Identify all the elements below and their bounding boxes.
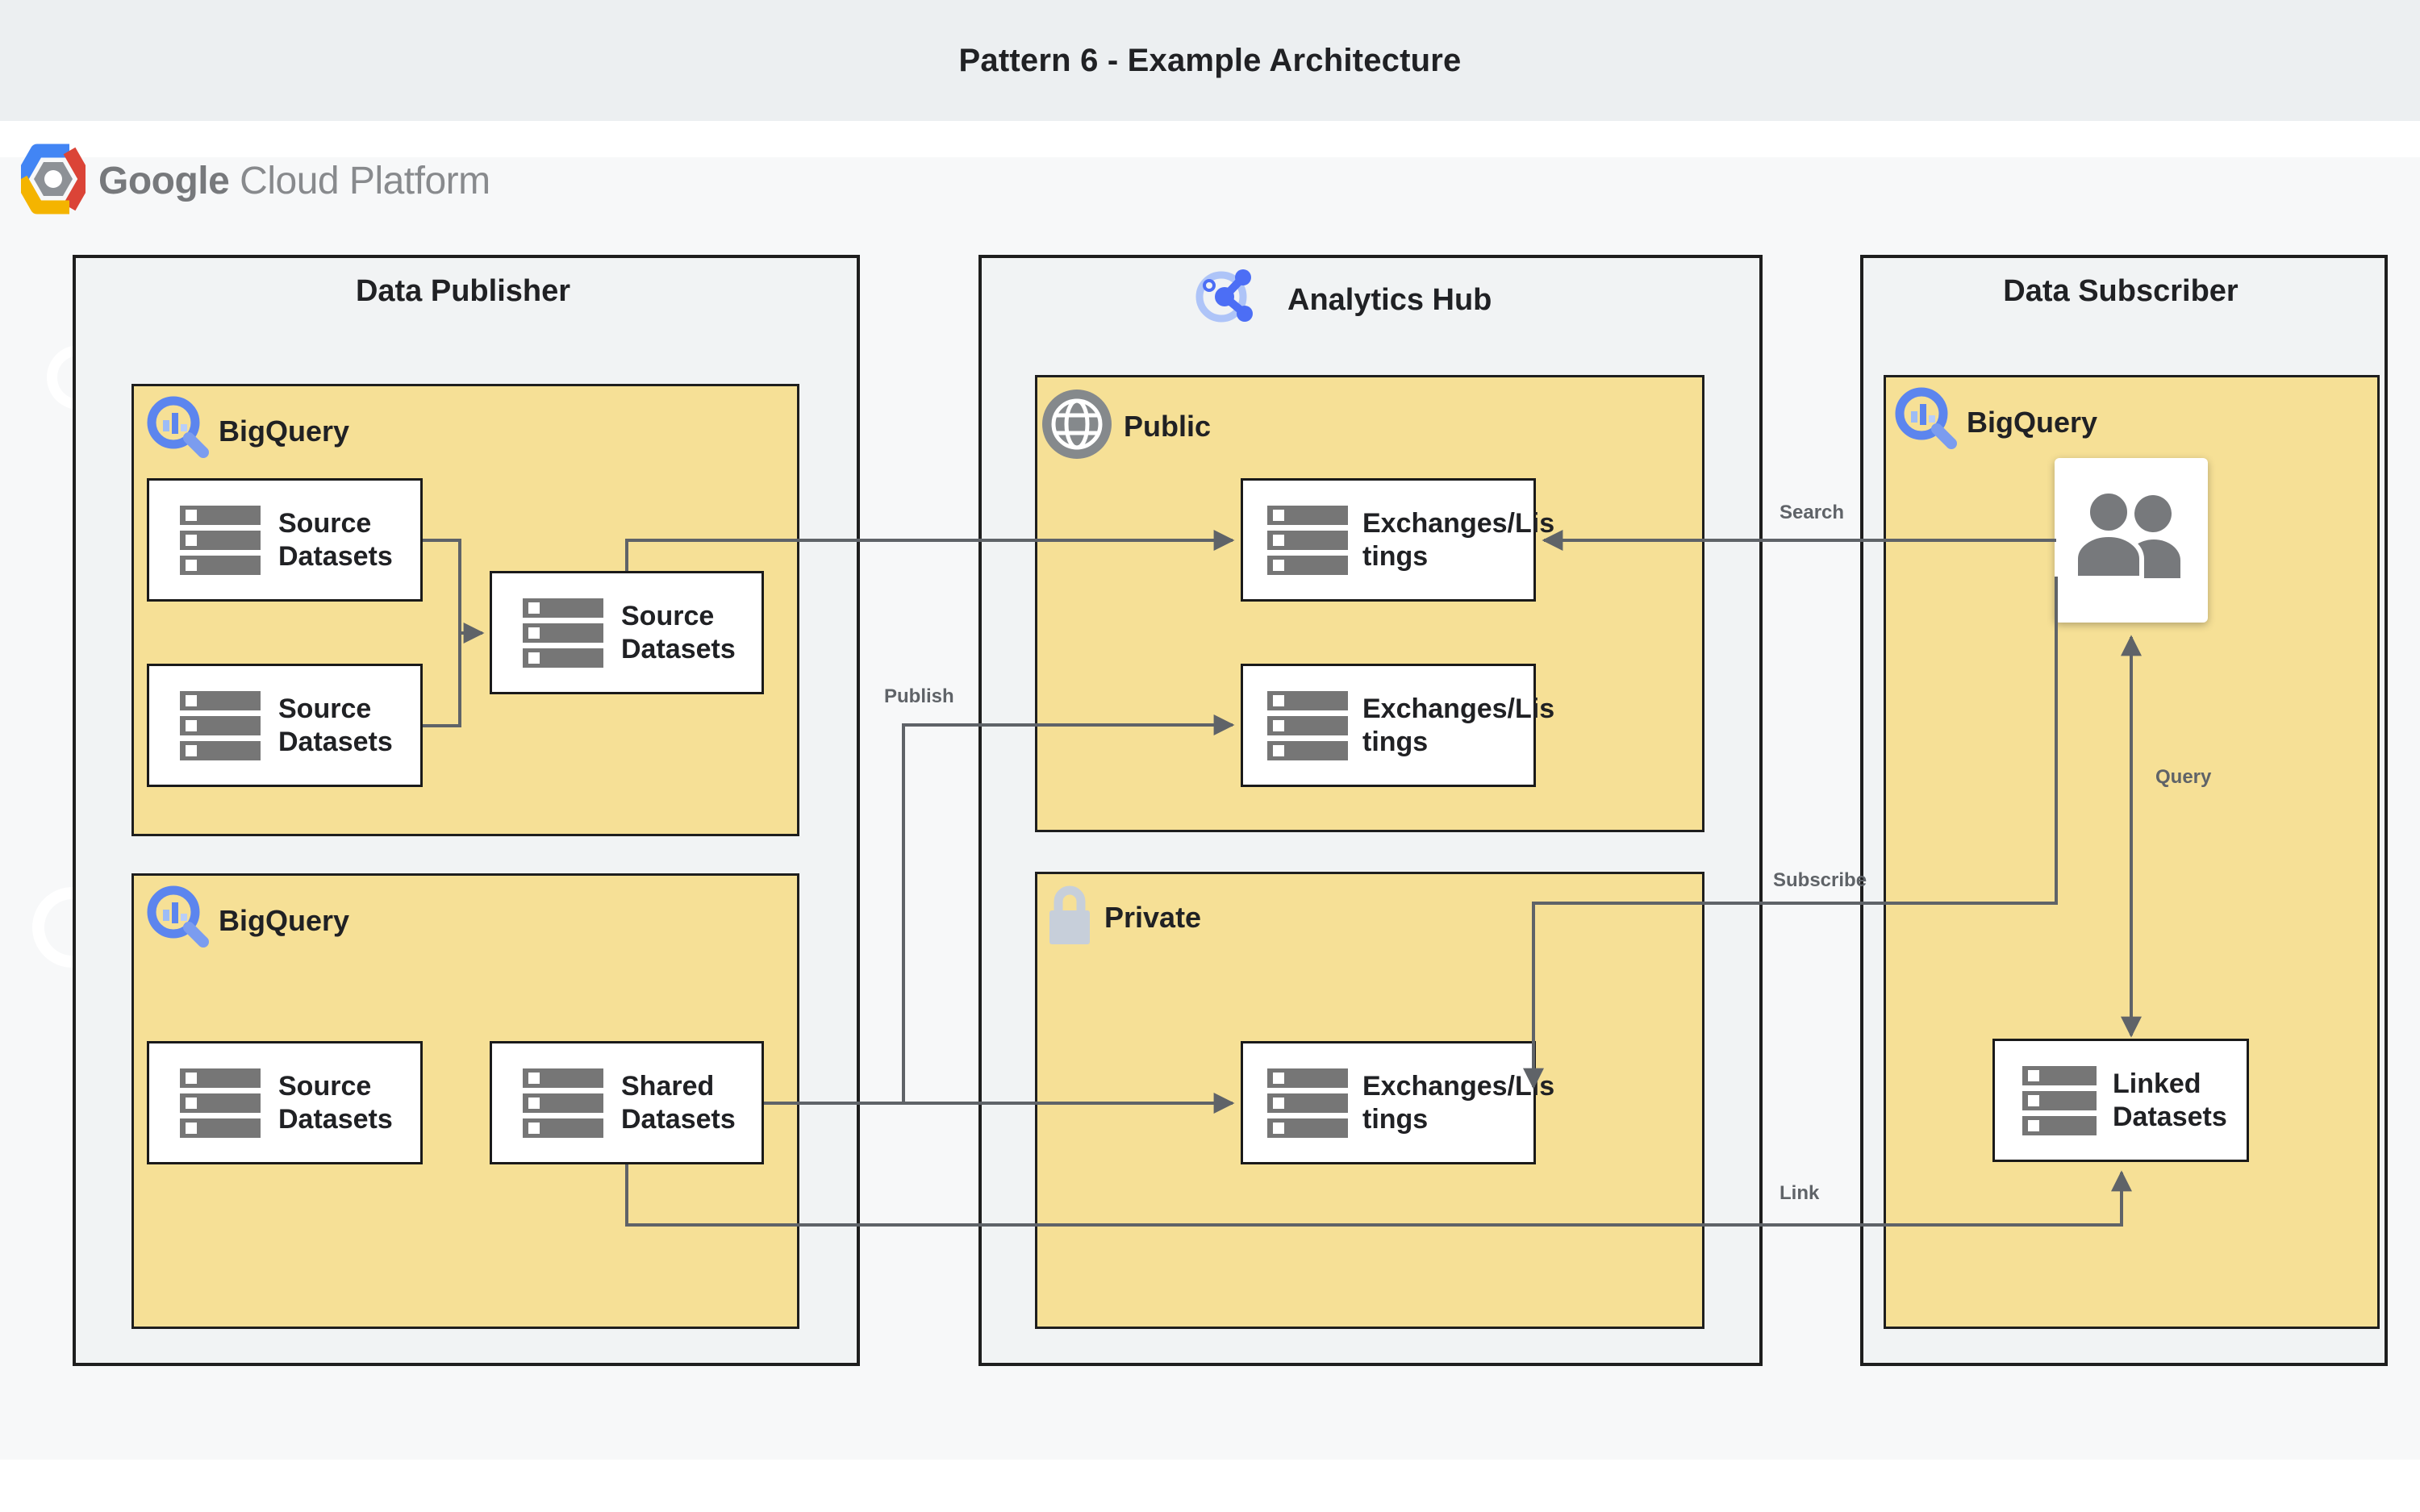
lock-icon — [1046, 884, 1093, 951]
source-datasets-node: Source Datasets — [490, 571, 764, 694]
query-edge-label: Query — [2155, 766, 2212, 788]
private-header: Private — [1046, 884, 1201, 951]
bigquery-label: BigQuery — [1967, 405, 2098, 439]
source-datasets-node: Source Datasets — [147, 664, 423, 787]
bigquery-icon — [144, 394, 215, 469]
bigquery-header: BigQuery — [1892, 385, 2097, 460]
globe-icon — [1041, 389, 1112, 464]
datasets-icon — [180, 505, 261, 575]
linked-datasets-node: Linked Datasets — [1992, 1039, 2249, 1162]
datasets-icon — [523, 1068, 603, 1138]
data-publisher-title: Data Publisher — [355, 274, 571, 308]
bigquery-label: BigQuery — [219, 414, 350, 448]
people-icon — [2071, 488, 2192, 592]
search-edge-label: Search — [1780, 502, 1845, 523]
datasets-icon — [2022, 1065, 2097, 1135]
gcp-hexagon-icon — [15, 144, 93, 219]
datasets-icon — [180, 1068, 261, 1138]
link-edge-label: Link — [1780, 1182, 1820, 1204]
analytics-hub-title: Analytics Hub — [1192, 263, 1492, 337]
bigquery-header: BigQuery — [144, 883, 349, 958]
source-datasets-node: Source Datasets — [147, 478, 423, 602]
gcp-logo-text: Google Cloud Platform — [98, 160, 490, 202]
users-card — [2055, 458, 2208, 623]
exchanges-listings-node: Exchanges/Lis tings — [1241, 664, 1554, 787]
bigquery-icon — [144, 883, 215, 958]
title-bar: Pattern 6 - Example Architecture — [0, 0, 2420, 121]
data-subscriber-title: Data Subscriber — [2003, 274, 2238, 308]
bigquery-header: BigQuery — [144, 394, 349, 469]
datasets-icon — [1267, 1068, 1348, 1138]
source-datasets-node: Source Datasets — [147, 1041, 423, 1164]
page-title: Pattern 6 - Example Architecture — [958, 42, 1462, 78]
publish-edge-label: Publish — [884, 685, 954, 707]
public-label: Public — [1124, 409, 1212, 443]
datasets-icon — [523, 598, 603, 668]
exchanges-listings-node: Exchanges/Lis tings — [1241, 478, 1554, 602]
subscribe-edge-label: Subscribe — [1773, 869, 1867, 891]
datasets-icon — [180, 690, 261, 760]
datasets-icon — [1267, 690, 1348, 760]
bigquery-label: BigQuery — [219, 903, 350, 937]
datasets-icon — [1267, 505, 1348, 575]
private-label: Private — [1104, 900, 1202, 934]
bigquery-icon — [1892, 385, 1963, 460]
public-header: Public — [1041, 389, 1211, 464]
shared-datasets-node: Shared Datasets — [490, 1041, 764, 1164]
analytics-hub-icon — [1192, 263, 1258, 337]
exchanges-listings-node: Exchanges/Lis tings — [1241, 1041, 1554, 1164]
google-cloud-platform-logo: Google Cloud Platform — [15, 144, 490, 219]
